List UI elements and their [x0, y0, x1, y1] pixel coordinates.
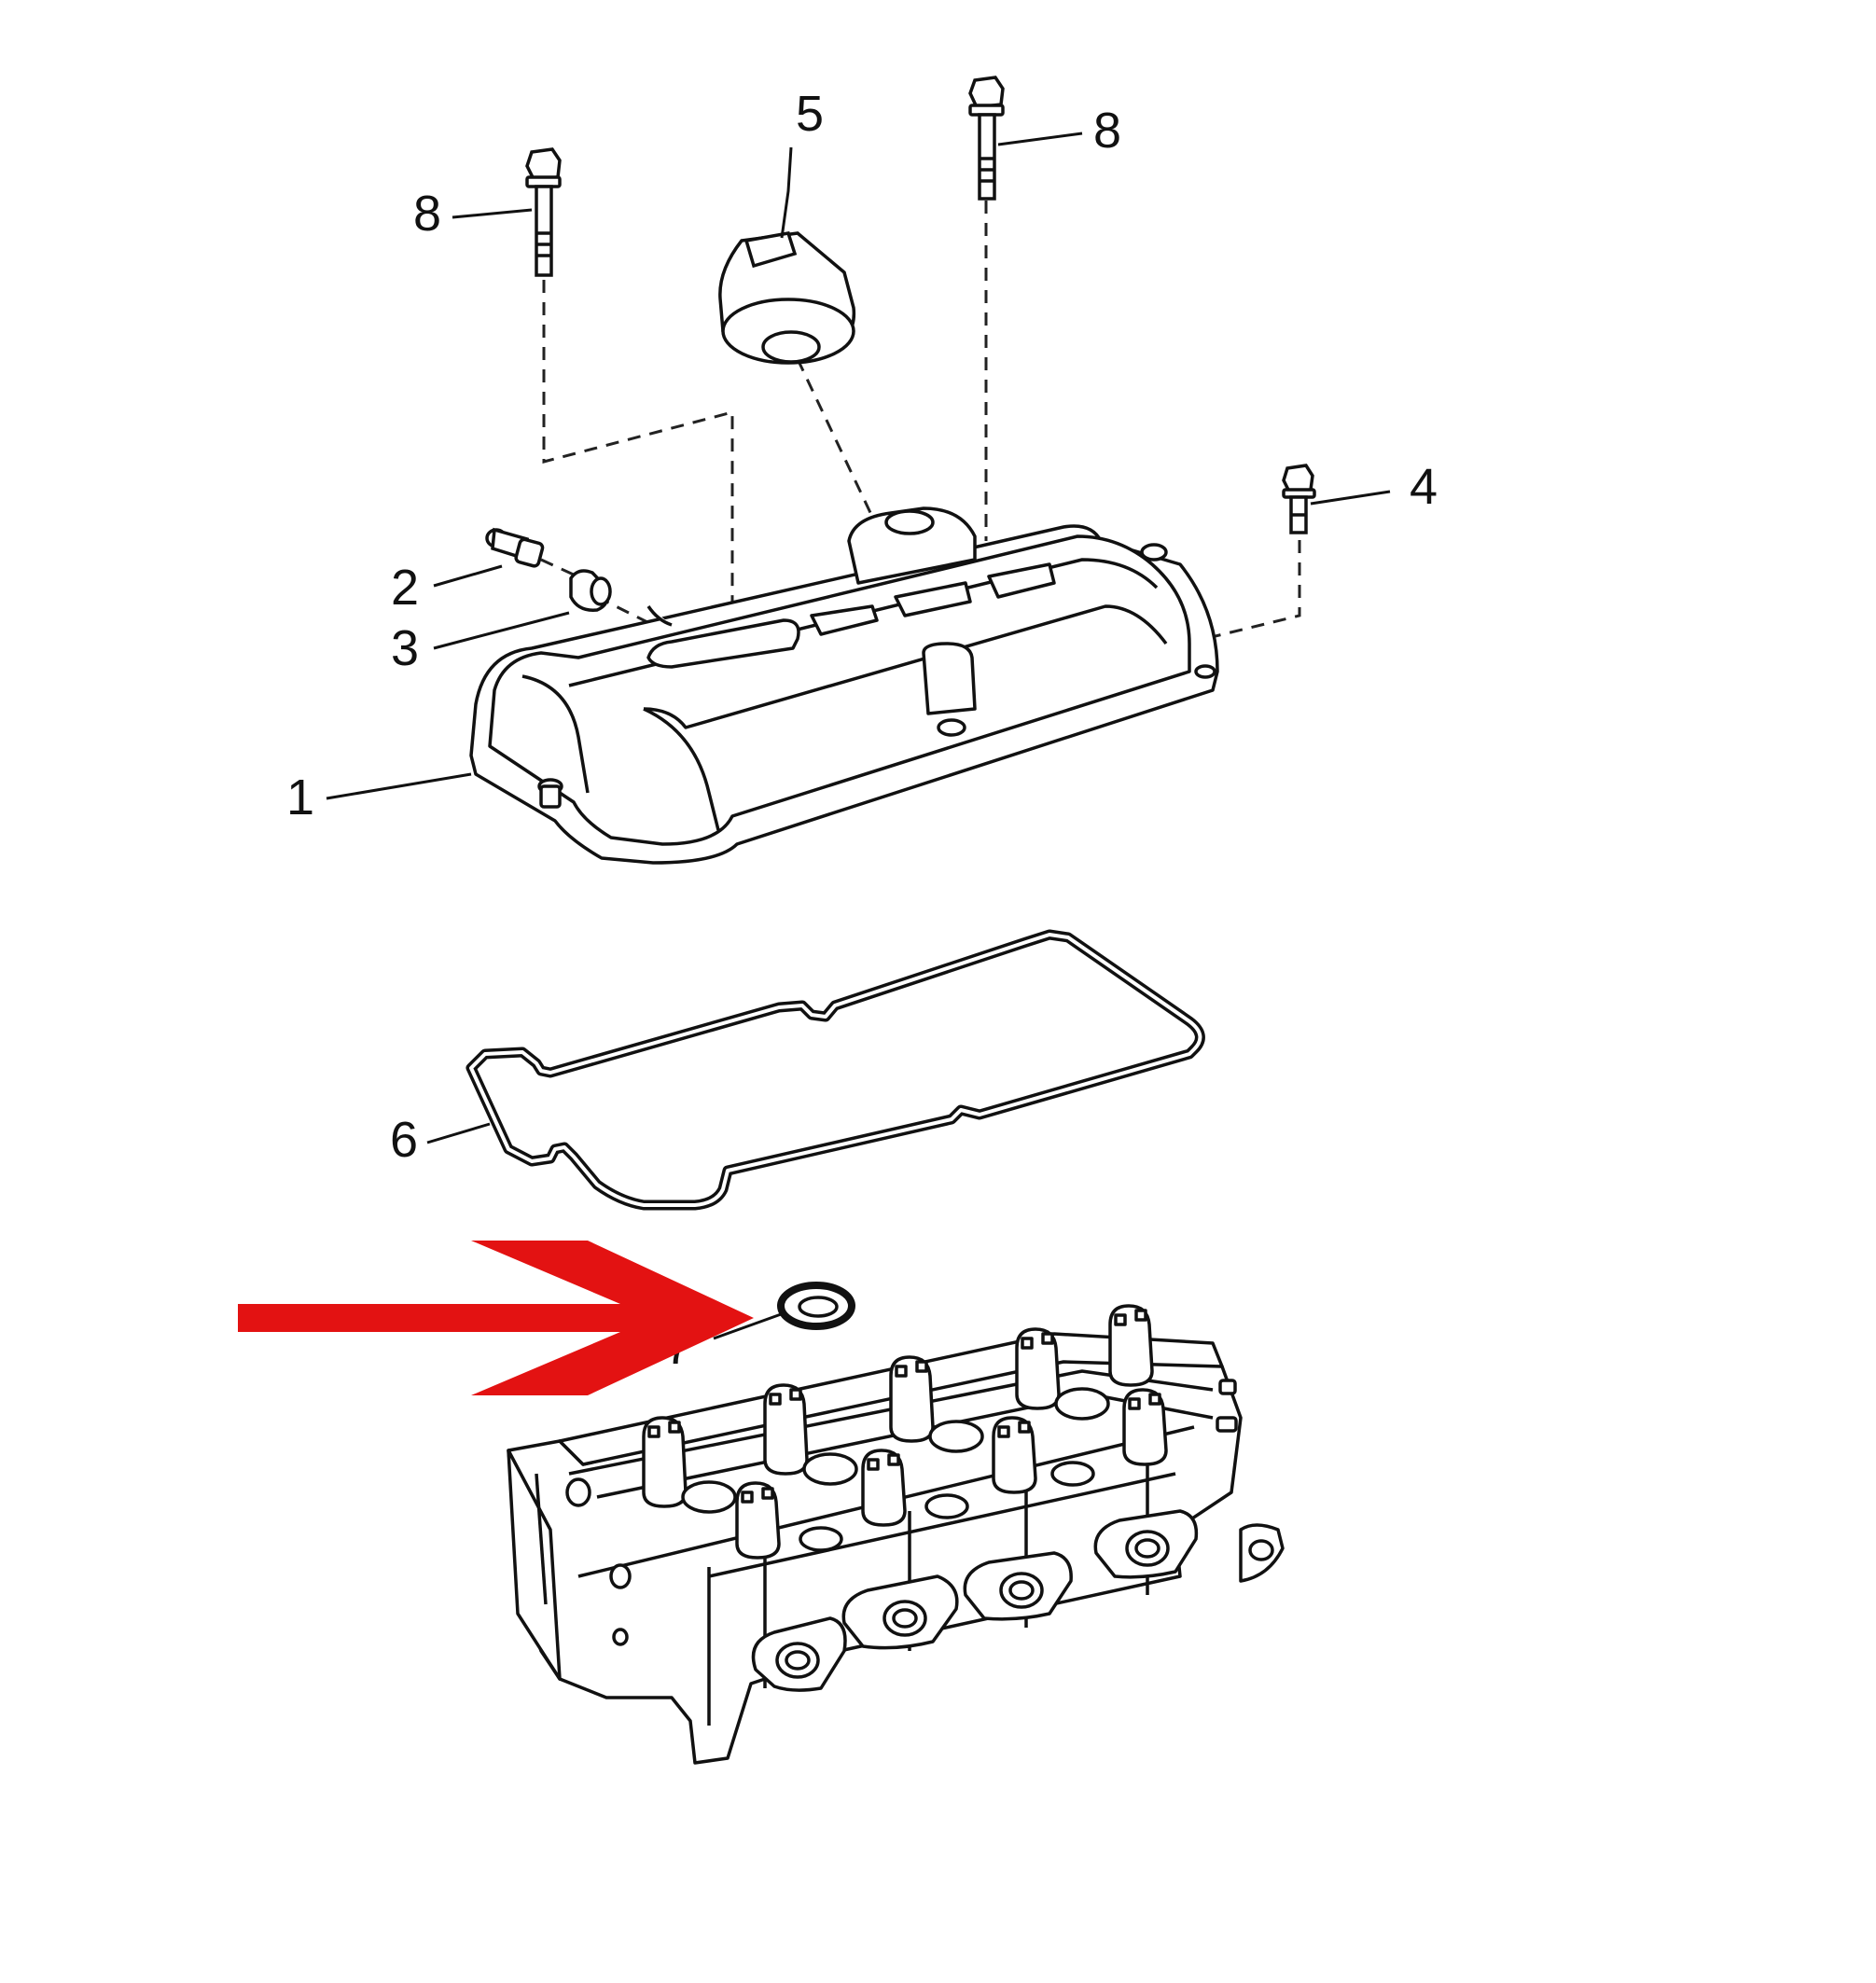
grommet-3 — [569, 569, 612, 612]
leader-8-left — [452, 208, 533, 219]
callout-2: 2 — [391, 560, 419, 616]
bolt-8-left — [525, 147, 562, 277]
valve-cover-1 — [469, 506, 1219, 865]
bolt-4 — [1282, 464, 1316, 534]
leader-3 — [433, 611, 570, 650]
leader-5 — [780, 146, 793, 239]
callout-5: 5 — [796, 86, 824, 142]
callout-6: 6 — [390, 1112, 418, 1168]
leader-6 — [426, 1122, 491, 1144]
oil-filler-cap-5 — [718, 231, 856, 365]
cylinder-head — [507, 1304, 1285, 1765]
leader-lines — [326, 132, 1391, 1340]
assembly-guide-lines — [540, 201, 1301, 672]
guide-filler-cap — [796, 358, 883, 537]
gasket-6 — [466, 929, 1205, 1211]
leader-2 — [433, 564, 503, 588]
leader-1 — [326, 772, 472, 800]
callout-1: 1 — [286, 770, 314, 825]
bolt-8-right — [968, 76, 1005, 201]
leader-7 — [713, 1311, 785, 1340]
leader-4 — [1310, 490, 1391, 506]
leader-8-right — [997, 132, 1083, 146]
seal-ring-7 — [777, 1282, 855, 1330]
callout-8-left: 8 — [413, 186, 441, 242]
callout-3: 3 — [391, 620, 419, 676]
plug-2 — [485, 527, 545, 568]
guide-bolt-left — [542, 280, 734, 672]
red-arrow-icon — [238, 1241, 754, 1395]
callout-4: 4 — [1410, 459, 1438, 515]
callout-8-right: 8 — [1093, 103, 1121, 159]
guide-bolt-4 — [1184, 518, 1301, 645]
callout-labels: 8 8 5 4 2 3 1 6 7 — [286, 86, 1438, 1375]
